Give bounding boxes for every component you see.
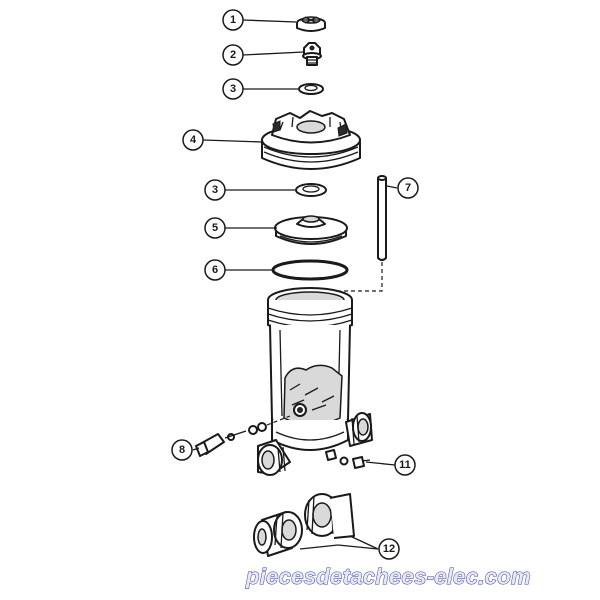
part-4-lid [261, 110, 361, 170]
part-6-o-ring [271, 259, 349, 281]
callout-4: 4 [182, 129, 204, 151]
watermark-text: piecesdetachees-elec.com [245, 564, 531, 589]
svg-text:8: 8 [179, 444, 185, 456]
callout-11: 11 [394, 454, 416, 476]
svg-text:2: 2 [230, 49, 236, 61]
svg-text:6: 6 [212, 264, 218, 276]
callout-3-upper: 3 [222, 78, 244, 100]
svg-text:12: 12 [383, 543, 395, 555]
part-2-valve-screw [302, 42, 322, 66]
svg-text:3: 3 [230, 83, 236, 95]
callout-6: 6 [204, 259, 226, 281]
main-canister-body [257, 287, 373, 476]
part-1-top-cap [296, 16, 326, 32]
callout-1: 1 [222, 9, 244, 31]
part-3-washer-lower [295, 183, 327, 197]
part-5-inner-cap [274, 215, 348, 245]
callout-2: 2 [222, 44, 244, 66]
svg-text:7: 7 [405, 182, 411, 194]
svg-text:3: 3 [212, 184, 218, 196]
svg-text:11: 11 [399, 459, 411, 471]
part-11-drain-plug [339, 456, 371, 469]
callout-7: 7 [397, 177, 419, 199]
svg-text:1: 1 [230, 14, 236, 26]
part-3-washer-upper [298, 83, 324, 95]
callout-5: 5 [204, 217, 226, 239]
callout-3-lower: 3 [204, 179, 226, 201]
svg-text:5: 5 [212, 222, 218, 234]
callout-12: 12 [378, 538, 400, 560]
part-8-fitting [195, 415, 291, 457]
callout-8: 8 [171, 439, 193, 461]
svg-text:4: 4 [190, 134, 197, 146]
leader-lines [192, 19, 398, 550]
part-7-rod [340, 175, 387, 292]
part-12-unions [253, 493, 355, 557]
